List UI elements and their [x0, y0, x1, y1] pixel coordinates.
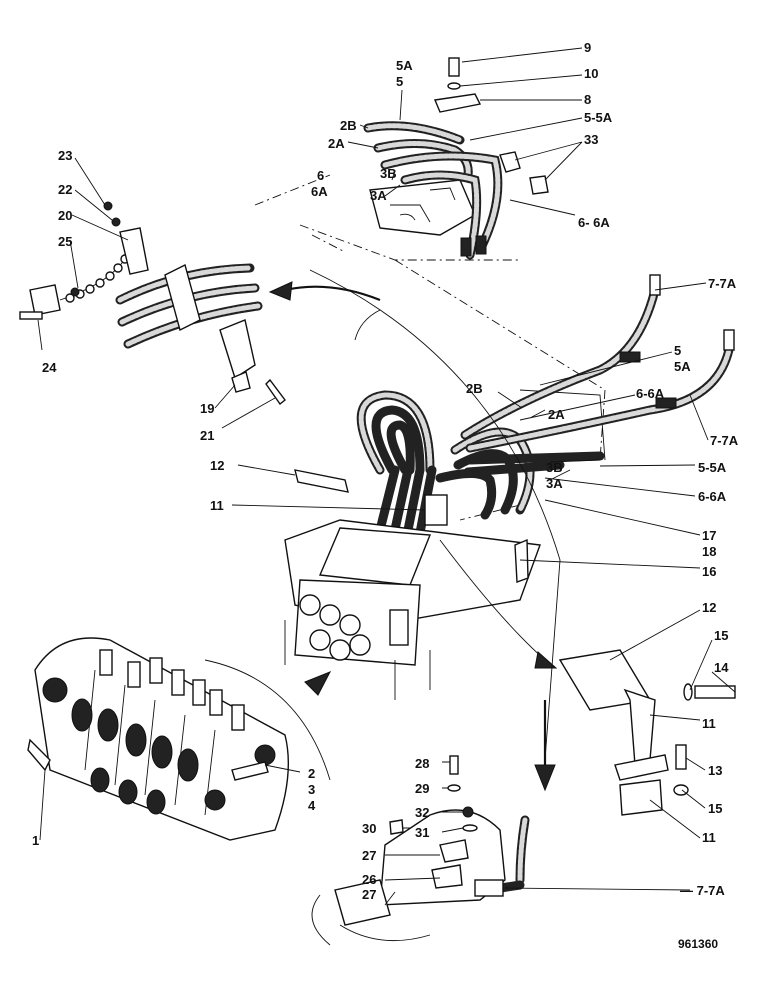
label-5-mid: 5: [674, 343, 681, 358]
label-11-left: 11: [210, 498, 224, 513]
label-31: 31: [415, 825, 429, 840]
label-17: 17: [702, 528, 716, 543]
drawing-reference-number: 961360: [678, 937, 718, 951]
label-2A-top: 2A: [328, 136, 345, 151]
label-5A-top: 5A: [396, 58, 413, 73]
label-22: 22: [58, 182, 72, 197]
top-hose-assembly: [254, 57, 549, 261]
hose-clip-assembly: [19, 201, 381, 406]
label-4: 4: [308, 798, 316, 813]
label-13: 13: [708, 763, 722, 778]
label-14: 14: [714, 660, 729, 675]
label-6-top: 6: [317, 168, 324, 183]
callout-labels: 9 10 8 5-5A 33 6- 6A 5A 5 2B 2A 3B 6 6A …: [32, 40, 739, 951]
label-3: 3: [308, 782, 315, 797]
label-6-6A-mid: 6-6A: [636, 386, 665, 401]
bottom-hose-assembly: [311, 755, 530, 946]
label-5-5A-top: 5-5A: [584, 110, 613, 125]
label-6-6A-top: 6- 6A: [578, 215, 610, 230]
label-25: 25: [58, 234, 72, 249]
label-7-7A-b: 7-7A: [710, 433, 739, 448]
label-15-b: 15: [708, 801, 722, 816]
label-33: 33: [584, 132, 598, 147]
label-3B-top: 3B: [380, 166, 397, 181]
label-2B-top: 2B: [340, 118, 357, 133]
label-7-7A-a: 7-7A: [708, 276, 737, 291]
label-27-a: 27: [362, 848, 376, 863]
control-valve-block: [27, 637, 289, 841]
label-21: 21: [200, 428, 214, 443]
label-11-r1: 11: [702, 716, 716, 731]
label-12-left: 12: [210, 458, 224, 473]
main-valve-hose-assembly: [204, 259, 735, 792]
label-5-top: 5: [396, 74, 403, 89]
label-2: 2: [308, 766, 315, 781]
label-19: 19: [200, 401, 214, 416]
label-6A-top: 6A: [311, 184, 328, 199]
label-5-5A-mid: 5-5A: [698, 460, 727, 475]
label-5A-mid: 5A: [674, 359, 691, 374]
label-1: 1: [32, 833, 39, 848]
label-3A-top: 3A: [370, 188, 387, 203]
label-16: 16: [702, 564, 716, 579]
label-8: 8: [584, 92, 591, 107]
label-20: 20: [58, 208, 72, 223]
label-12-right: 12: [702, 600, 716, 615]
label-2A-mid: 2A: [548, 407, 565, 422]
label-15-a: 15: [714, 628, 728, 643]
label-18: 18: [702, 544, 716, 559]
label-6-6A-mid2: 6-6A: [698, 489, 727, 504]
label-30: 30: [362, 821, 376, 836]
label-10: 10: [584, 66, 598, 81]
label-24: 24: [42, 360, 57, 375]
label-26: 26: [362, 872, 376, 887]
leader-lines: [37, 47, 736, 906]
label-2B-mid: 2B: [466, 381, 483, 396]
label-3B-mid: 3B: [546, 460, 563, 475]
label-32: 32: [415, 805, 429, 820]
label-9: 9: [584, 40, 591, 55]
label-7-7A-c: — 7-7A: [680, 883, 725, 898]
label-28: 28: [415, 756, 429, 771]
label-27-b: 27: [362, 887, 376, 902]
label-23: 23: [58, 148, 72, 163]
label-3A-mid: 3A: [546, 476, 563, 491]
label-11-r2: 11: [702, 830, 716, 845]
label-29: 29: [415, 781, 429, 796]
lower-right-bracket: [558, 649, 736, 816]
